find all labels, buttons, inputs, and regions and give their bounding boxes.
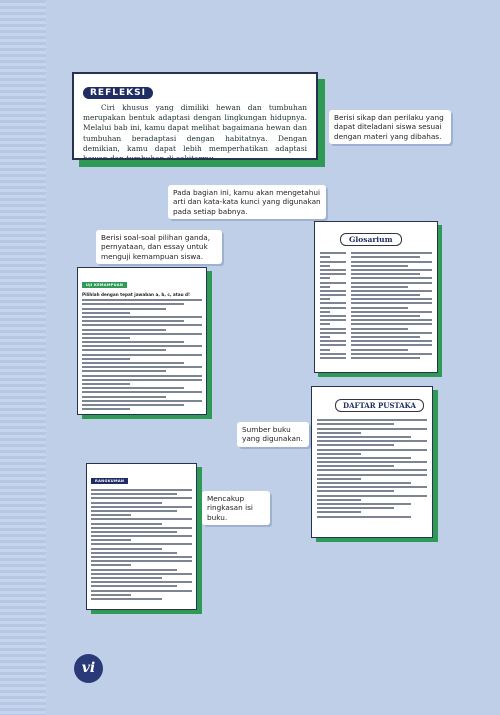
callout-refleksi: Berisi sikap dan perilaku yang dapat dit… <box>329 110 451 145</box>
refleksi-text: Ciri khusus yang dimiliki hewan dan tumb… <box>83 103 307 160</box>
pustaka-list <box>317 419 427 518</box>
glosarium-title: Glosarium <box>340 233 402 246</box>
ringkasan-badge: RANGKUMAN <box>91 478 129 484</box>
soal-instruction: Pilihlah dengan tepat jawaban a, b, c, a… <box>82 292 190 297</box>
ringkasan-page: RANGKUMAN <box>86 463 197 610</box>
glosarium-list <box>320 250 432 361</box>
soal-badge: UJI KEMAMPUAN <box>82 282 128 288</box>
refleksi-badge: REFLEKSI <box>83 87 153 99</box>
soal-page: UJI KEMAMPUAN Pilihlah dengan tepat jawa… <box>77 267 207 415</box>
callout-ringkasan: Mencakup ringkasan isi buku. <box>202 491 270 526</box>
pustaka-page: DAFTAR PUSTAKA <box>311 386 433 538</box>
glosarium-page: Glosarium <box>314 221 438 373</box>
callout-pustaka: Sumber buku yang digunakan. <box>237 422 309 447</box>
callout-soal: Berisi soal-soal pilihan ganda, pernyata… <box>96 230 222 265</box>
pustaka-title: DAFTAR PUSTAKA <box>335 399 424 412</box>
refleksi-box: REFLEKSI Ciri khusus yang dimiliki hewan… <box>72 72 318 160</box>
ringkasan-lines <box>91 489 192 600</box>
callout-glosarium: Pada bagian ini, kamu akan mengetahui ar… <box>168 185 326 220</box>
soal-lines <box>82 299 202 411</box>
page-number: vi <box>74 654 103 683</box>
